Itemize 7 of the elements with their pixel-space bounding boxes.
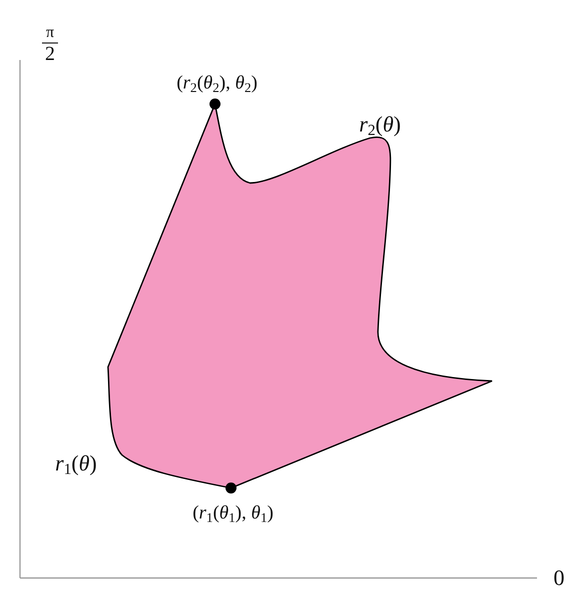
point-label: (r$_{1}$(θ$_{1}$), θ$_{1}$) [192,504,274,524]
axis-label: π [46,25,54,41]
point-label: (r$_{2}$(θ$_{2}$), θ$_{2}$) [176,74,258,94]
axis-tick-label: 0 [554,567,564,589]
axis-label: 2 [45,44,55,64]
curve-label: r$_{1}$(θ) [55,452,97,478]
curve-label: r$_{2}$(θ) [359,113,401,139]
